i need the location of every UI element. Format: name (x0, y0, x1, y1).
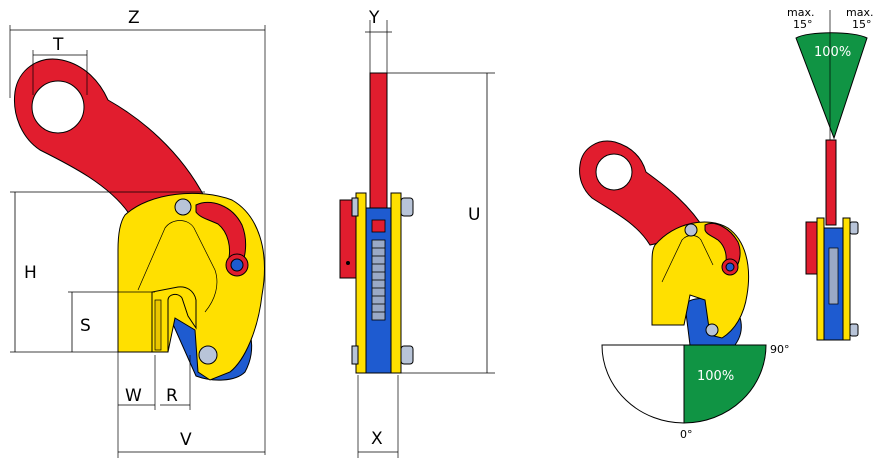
top-percent: 100% (814, 45, 851, 60)
bottom-percent: 100% (697, 369, 734, 384)
small-side-view (579, 140, 750, 346)
shackle-bar-red (369, 72, 388, 209)
dim-x-label: X (371, 429, 383, 449)
small-front-view (805, 139, 859, 341)
clamp-side-view: Z T H S W R V (9, 8, 266, 458)
top-angle-gauge: 100% max. 15° max. 15° (787, 6, 873, 140)
dim-s-label: S (80, 316, 91, 336)
clamp-front-view: Y U X (339, 8, 495, 458)
spring (371, 239, 386, 321)
side-plate-right (390, 192, 402, 374)
bottom-angle-gauge: 100% 90° 0° (601, 343, 790, 441)
bottom-bolt (400, 345, 414, 365)
lifting-eye-hole (31, 80, 85, 134)
dim-h-label: H (24, 263, 37, 283)
bottom-pin (198, 345, 218, 365)
angle-90-label: 90° (770, 343, 790, 356)
top-right-deg: 15° (852, 18, 872, 31)
top-left-deg: 15° (793, 18, 813, 31)
top-right-max: max. (846, 6, 873, 19)
dim-u-label: U (468, 205, 480, 225)
bottom-gauge-white (601, 344, 685, 424)
dim-z-label: Z (128, 8, 140, 28)
lifting-arm-red (13, 58, 206, 216)
top-fan-green (795, 32, 868, 140)
body-inner-outline (137, 220, 218, 313)
top-bolt (400, 197, 414, 217)
dim-y-label: Y (368, 8, 380, 28)
jaw-slot (151, 286, 197, 353)
top-pin (174, 198, 192, 216)
dim-t-label: T (52, 35, 64, 55)
dim-w-label: W (125, 386, 142, 406)
dim-v-label: V (180, 430, 192, 450)
top-left-max: max. (787, 6, 814, 19)
bottom-gauge-green (683, 344, 767, 424)
angle-0-label: 0° (680, 428, 693, 441)
dim-r-label: R (166, 386, 178, 406)
jaw-insert (154, 299, 162, 351)
lever-pin-inner (230, 258, 244, 272)
